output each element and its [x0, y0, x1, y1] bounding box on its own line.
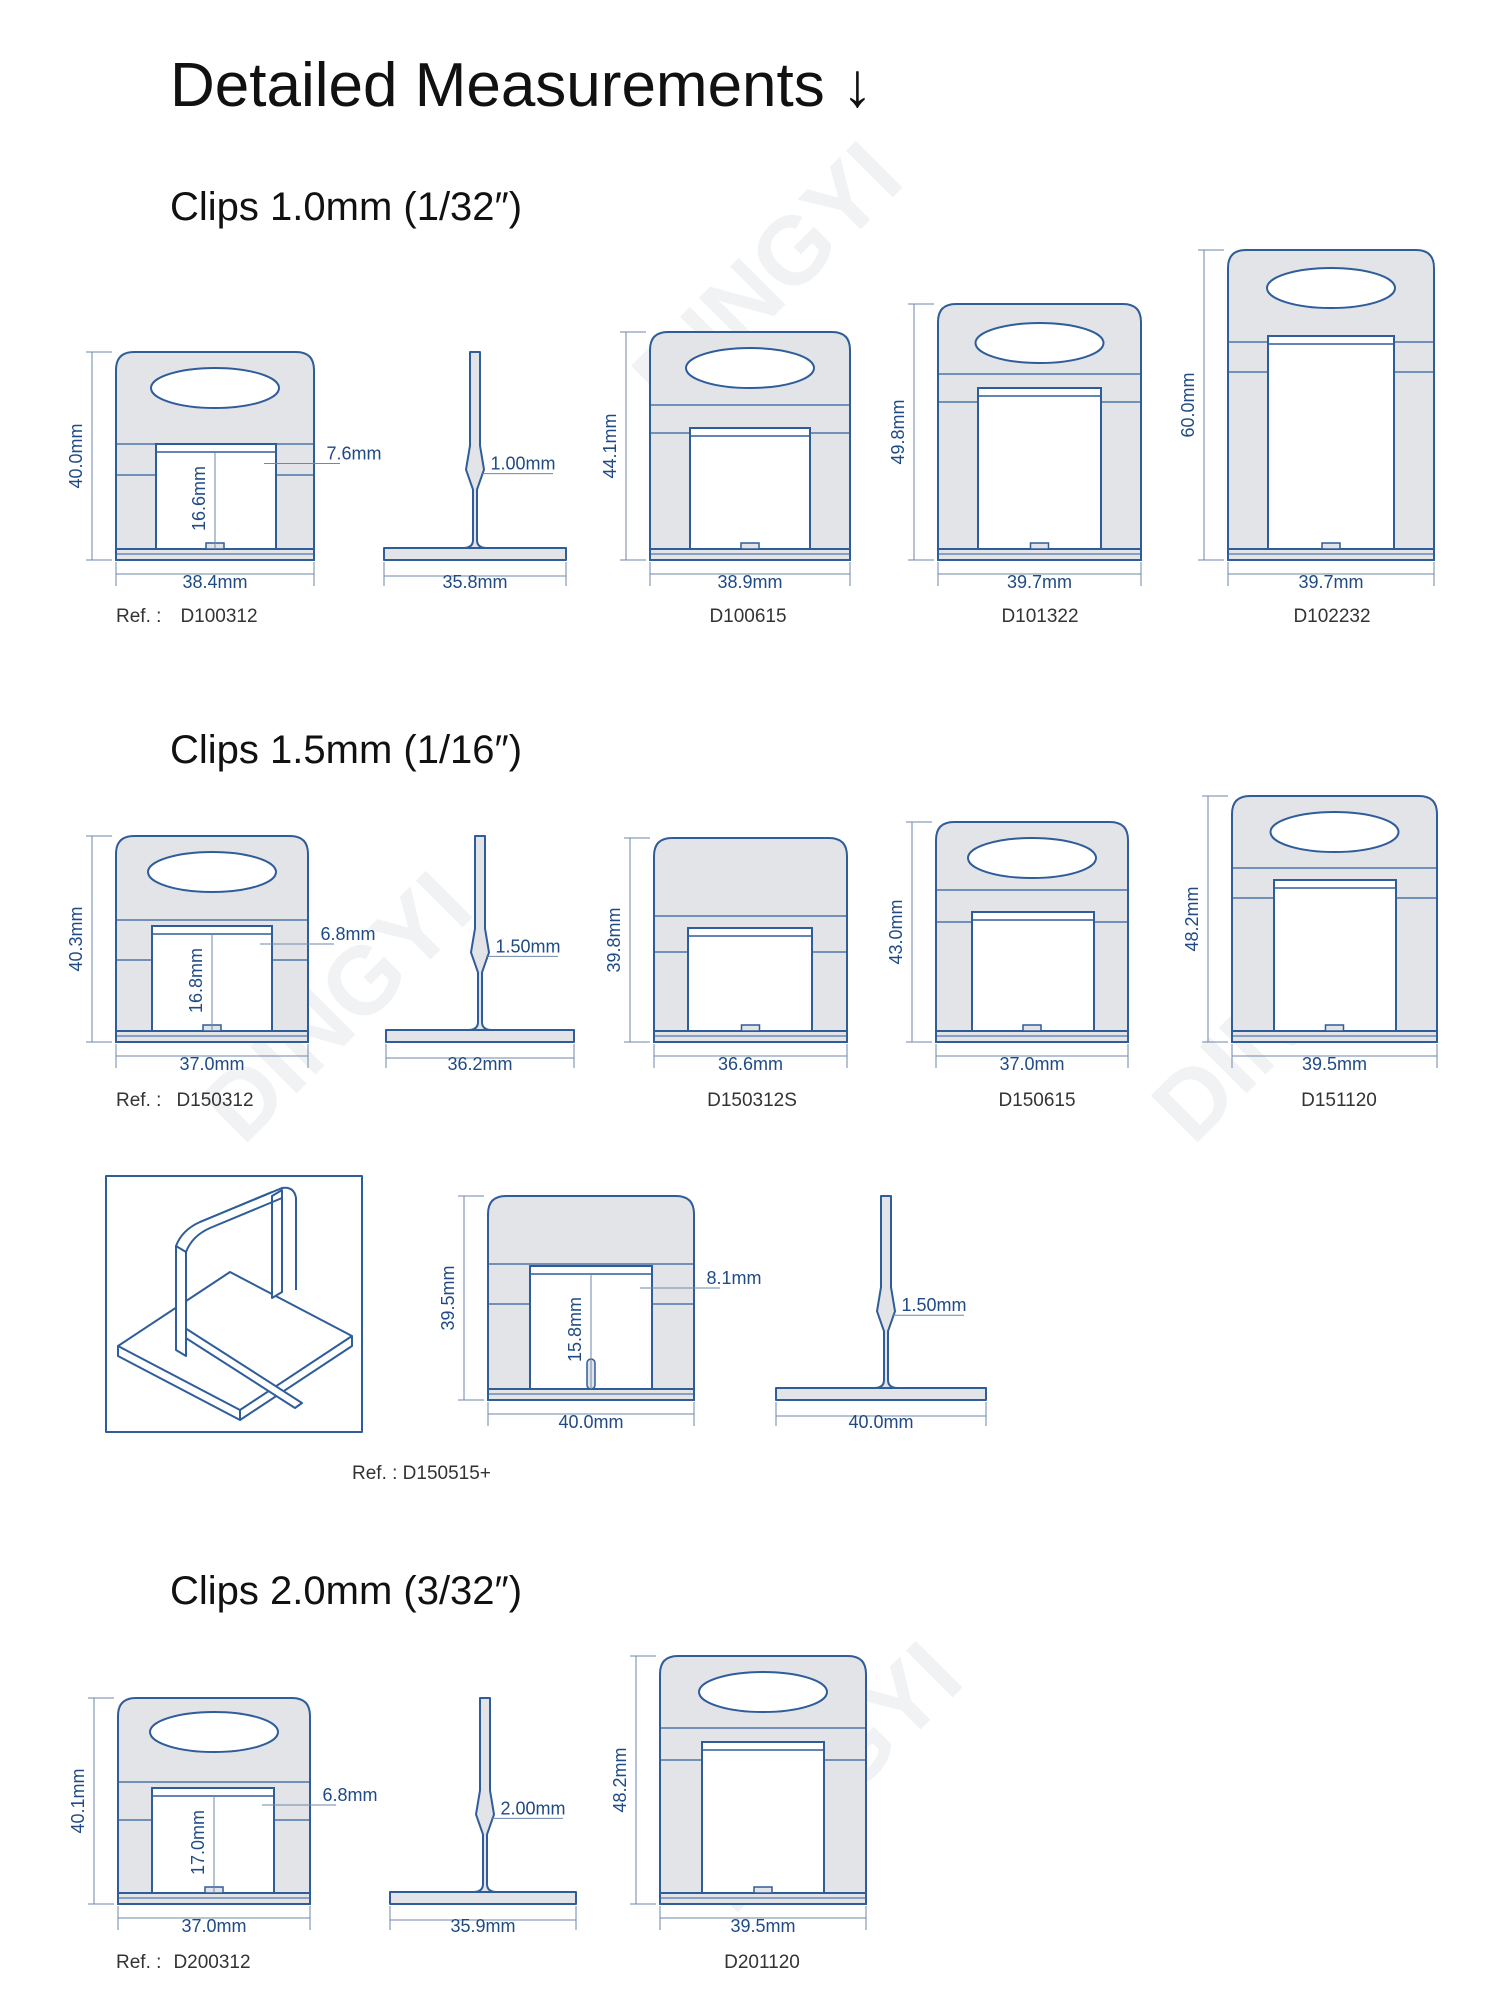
clip-isometric-illustration: [105, 1175, 363, 1433]
ref-prefix: Ref. :: [116, 606, 161, 627]
width-dimension: 36.6mm: [718, 1054, 783, 1074]
width-dimension: 36.2mm: [447, 1054, 512, 1074]
clip-front-view: 39.5mm 40.0mm 15.8mm 8.1mm: [438, 1195, 762, 1432]
width-dimension: 38.4mm: [182, 572, 247, 592]
gap-dimension: 6.8mm: [320, 924, 375, 944]
ref-code: D151120: [1301, 1090, 1377, 1111]
width-dimension: 38.9mm: [717, 572, 782, 592]
height-dimension: 40.3mm: [66, 906, 86, 971]
gap-dimension: 7.6mm: [326, 444, 381, 464]
ref-code: D102232: [1293, 606, 1370, 627]
clip-side-view: 1.50mm 40.0mm: [775, 1195, 987, 1432]
section-heading: Clips 2.0mm (3/32″): [170, 1569, 522, 1613]
ref-code: D100312: [180, 606, 257, 627]
clip-front-view: 40.0mm 38.4mm 16.6mm 7.6mm: [66, 351, 382, 592]
width-dimension: 37.0mm: [179, 1054, 244, 1074]
clip-front-view: 48.2mm 39.5mm: [1182, 795, 1438, 1074]
width-dimension: 39.5mm: [1302, 1054, 1367, 1074]
ref-prefix: Ref. :: [116, 1952, 161, 1973]
inner-height-dimension: 17.0mm: [188, 1810, 208, 1875]
clip-front-view: 40.3mm 37.0mm 16.8mm 6.8mm: [66, 835, 376, 1074]
page-title: Detailed Measurements ↓: [170, 51, 873, 120]
height-dimension: 40.1mm: [68, 1768, 88, 1833]
inner-height-dimension: 16.6mm: [189, 466, 209, 531]
height-dimension: 48.2mm: [610, 1747, 630, 1812]
ref-code: D150615: [998, 1090, 1075, 1111]
width-dimension: 40.0mm: [558, 1412, 623, 1432]
ref-code: D150312S: [707, 1090, 797, 1111]
thickness-dimension: 1.50mm: [495, 936, 560, 956]
ref-code: D100615: [709, 606, 786, 627]
clip-front-view: 60.0mm 39.7mm: [1178, 249, 1435, 592]
height-dimension: 43.0mm: [886, 899, 906, 964]
ref-prefix: Ref. :: [116, 1090, 161, 1111]
clip-front-view: 48.2mm 39.5mm: [610, 1655, 867, 1936]
height-dimension: 39.5mm: [438, 1265, 458, 1330]
width-dimension: 40.0mm: [848, 1412, 913, 1432]
height-dimension: 48.2mm: [1182, 886, 1202, 951]
height-dimension: 40.0mm: [66, 423, 86, 488]
clip-front-view: 40.1mm 37.0mm 17.0mm 6.8mm: [68, 1697, 378, 1936]
height-dimension: 60.0mm: [1178, 372, 1198, 437]
height-dimension: 44.1mm: [600, 413, 620, 478]
ref-code: D101322: [1001, 606, 1078, 627]
width-dimension: 37.0mm: [181, 1916, 246, 1936]
clip-side-view: 1.00mm 35.8mm: [383, 351, 567, 592]
clip-side-view: 2.00mm 35.9mm: [389, 1697, 577, 1936]
clip-front-view: 44.1mm 38.9mm: [600, 331, 851, 592]
section-heading: Clips 1.5mm (1/16″): [170, 728, 522, 772]
ref-code: D201120: [724, 1952, 800, 1973]
thickness-dimension: 1.00mm: [490, 454, 555, 474]
thickness-dimension: 2.00mm: [500, 1798, 565, 1818]
clip-front-view: 49.8mm 39.7mm: [888, 303, 1142, 592]
width-dimension: 35.8mm: [442, 572, 507, 592]
height-dimension: 49.8mm: [888, 399, 908, 464]
clip-front-view: 39.8mm 36.6mm: [604, 837, 848, 1074]
technical-drawings: 40.0mm 38.4mm 16.6mm 7.6mm 1.00mm 35.8mm 44.1m…: [66, 249, 1438, 1936]
clip-side-view: 1.50mm 36.2mm: [385, 835, 575, 1074]
gap-dimension: 6.8mm: [322, 1785, 377, 1805]
width-dimension: 39.5mm: [730, 1916, 795, 1936]
ref-code: D200312: [173, 1952, 250, 1973]
width-dimension: 37.0mm: [999, 1054, 1064, 1074]
ref-code: Ref. : D150515+: [352, 1463, 491, 1484]
inner-height-dimension: 15.8mm: [565, 1297, 585, 1362]
width-dimension: 39.7mm: [1007, 572, 1072, 592]
width-dimension: 35.9mm: [450, 1916, 515, 1936]
thickness-dimension: 1.50mm: [901, 1295, 966, 1315]
section-heading: Clips 1.0mm (1/32″): [170, 185, 522, 229]
width-dimension: 39.7mm: [1298, 572, 1363, 592]
clip-front-view: 43.0mm 37.0mm: [886, 821, 1129, 1074]
inner-height-dimension: 16.8mm: [186, 948, 206, 1013]
gap-dimension: 8.1mm: [706, 1268, 761, 1288]
ref-code: D150312: [176, 1090, 253, 1111]
height-dimension: 39.8mm: [604, 907, 624, 972]
